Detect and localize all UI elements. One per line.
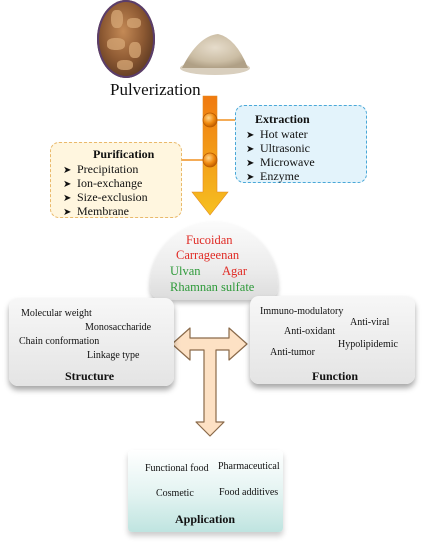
application-item: Cosmetic <box>156 488 194 499</box>
extraction-list: ➤Hot water ➤Ultrasonic ➤Microwave ➤Enzym… <box>246 127 315 183</box>
arrowhead-bullet-icon: ➤ <box>63 179 72 190</box>
list-item: ➤Ion-exchange <box>63 176 143 190</box>
seaweed-image <box>97 0 155 78</box>
application-title: Application <box>175 512 236 526</box>
application-item: Pharmaceutical <box>218 461 280 472</box>
t-shaped-arrow <box>171 327 248 437</box>
structure-item: Chain conformation <box>19 336 100 347</box>
arrowhead-bullet-icon: ➤ <box>63 207 72 218</box>
structure-item: Monosaccharide <box>85 322 152 333</box>
arrowhead-bullet-icon: ➤ <box>63 193 72 204</box>
list-item: ➤Precipitation <box>63 162 139 176</box>
ulvan-label: Ulvan <box>170 264 201 278</box>
list-item: ➤Microwave <box>246 155 315 169</box>
list-item: ➤Size-exclusion <box>63 190 148 204</box>
arrowhead-bullet-icon: ➤ <box>246 172 255 183</box>
function-item: Hypolipidemic <box>338 339 398 350</box>
purification-box: Purification ➤Precipitation ➤Ion-exchang… <box>50 142 182 218</box>
purification-title: Purification <box>93 147 155 161</box>
rhamnan-sulfate-label: Rhamnan sulfate <box>170 280 255 294</box>
structure-item: Linkage type <box>87 350 140 361</box>
arrowhead-bullet-icon: ➤ <box>246 144 255 155</box>
function-item: Immuno-modulatory <box>260 306 344 317</box>
agar-label: Agar <box>222 264 247 278</box>
list-item: ➤Ultrasonic <box>246 141 310 155</box>
application-item: Food additives <box>219 487 279 498</box>
function-item: Anti-tumor <box>270 347 315 358</box>
function-item: Anti-oxidant <box>284 326 336 337</box>
function-title: Function <box>312 369 359 383</box>
function-item: Anti-viral <box>350 317 390 328</box>
list-item: ➤Hot water <box>246 127 308 141</box>
fucoidan-label: Fucoidan <box>186 233 233 247</box>
structure-panel: Molecular weight Monosaccharide Chain co… <box>9 298 174 386</box>
purification-knob <box>202 152 218 168</box>
powder-image <box>180 34 250 75</box>
application-item: Functional food <box>145 463 209 474</box>
function-panel: Immuno-modulatory Anti-viral Anti-oxidan… <box>250 296 415 384</box>
extraction-box: Extraction ➤Hot water ➤Ultrasonic ➤Micro… <box>235 105 367 183</box>
structure-item: Molecular weight <box>21 308 92 319</box>
purification-list: ➤Precipitation ➤Ion-exchange ➤Size-exclu… <box>63 162 148 218</box>
arrowhead-bullet-icon: ➤ <box>63 165 72 176</box>
pulverization-label: Pulverization <box>110 80 201 99</box>
structure-title: Structure <box>65 369 115 383</box>
arrowhead-bullet-icon: ➤ <box>246 130 255 141</box>
extraction-knob <box>202 112 218 128</box>
list-item: ➤Membrane <box>63 204 129 218</box>
carrageenan-label: Carrageenan <box>176 248 240 262</box>
arrowhead-bullet-icon: ➤ <box>246 158 255 169</box>
application-panel: Functional food Pharmaceutical Cosmetic … <box>128 450 283 532</box>
extraction-title: Extraction <box>255 112 310 126</box>
list-item: ➤Enzyme <box>246 169 300 183</box>
